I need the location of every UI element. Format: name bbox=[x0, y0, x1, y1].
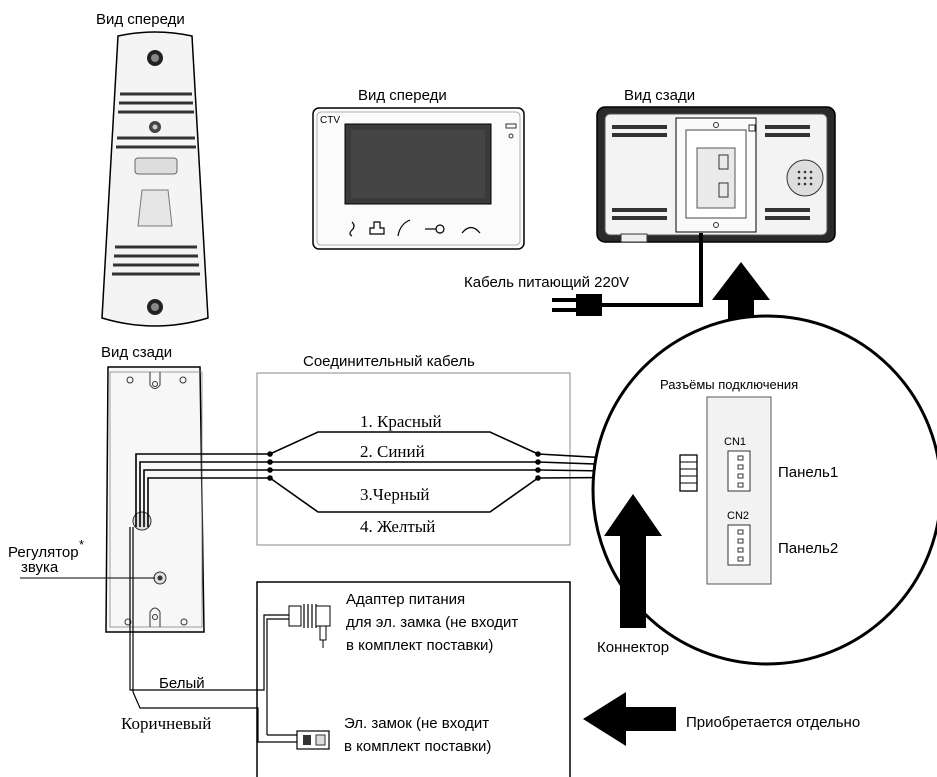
handset-answer-icon bbox=[397, 219, 411, 237]
panel1-label: Панель1 bbox=[778, 464, 838, 481]
monitor-brand: CTV bbox=[320, 115, 340, 126]
connector-label: Коннектор bbox=[597, 639, 669, 656]
handset-hangup-icon bbox=[461, 226, 481, 234]
connecting-cable-frame bbox=[256, 372, 571, 546]
cn2-socket bbox=[727, 524, 751, 566]
electric-lock bbox=[296, 730, 330, 750]
volume-regulator-mark: * bbox=[79, 537, 84, 552]
lock-key-icon bbox=[425, 224, 445, 234]
wire-3-label: 3.Черный bbox=[360, 485, 429, 504]
connecting-cable-title: Соединительный кабель bbox=[303, 353, 475, 370]
brown-wire-label: Коричневый bbox=[121, 714, 211, 733]
wire-1-label: 1. Красный bbox=[360, 412, 442, 431]
power-cable bbox=[599, 233, 703, 307]
doorbell-icon bbox=[349, 221, 355, 237]
wire-4-label: 4. Желтый bbox=[360, 517, 435, 536]
cn1-socket bbox=[727, 450, 751, 492]
connectors-title: Разъёмы подключения bbox=[660, 377, 798, 392]
separate-parts-frame bbox=[256, 581, 571, 777]
panel-back-title: Вид сзади bbox=[101, 344, 172, 361]
lock-wires bbox=[129, 527, 297, 743]
purchased-separately-label: Приобретается отдельно bbox=[686, 714, 860, 731]
adapter-label-1: Адаптер питания bbox=[346, 591, 465, 608]
panel-front-title: Вид спереди bbox=[96, 11, 185, 28]
white-wire-label: Белый bbox=[159, 675, 205, 692]
to-connector-arrow bbox=[604, 494, 662, 628]
power-cable-label: Кабель питающий 220V bbox=[464, 274, 629, 291]
adapter-label-2: для эл. замка (не входит bbox=[346, 614, 518, 631]
to-monitor-arrow bbox=[712, 262, 770, 338]
volume-regulator-label-2: звука bbox=[21, 559, 59, 576]
plug-icon bbox=[552, 294, 602, 316]
wire-2-label: 2. Синий bbox=[360, 442, 425, 461]
cn2-label: CN2 bbox=[727, 510, 749, 522]
power-adapter bbox=[288, 604, 331, 648]
intercom-icon bbox=[369, 221, 385, 235]
monitor-front: CTV bbox=[312, 107, 525, 250]
lock-label-1: Эл. замок (не входит bbox=[344, 715, 489, 732]
monitor-front-title: Вид спереди bbox=[358, 87, 447, 104]
monitor-back bbox=[596, 106, 836, 243]
volume-regulator-label-1: Регулятор bbox=[8, 544, 79, 561]
cn1-label: CN1 bbox=[724, 436, 746, 448]
panel2-label: Панель2 bbox=[778, 540, 838, 557]
call-panel-front bbox=[101, 31, 209, 327]
cable-plug-connector bbox=[679, 454, 698, 492]
adapter-label-3: в комплект поставки) bbox=[346, 637, 493, 654]
lock-label-2: в комплект поставки) bbox=[344, 738, 491, 755]
purchased-separately-arrow bbox=[583, 692, 676, 746]
monitor-back-title: Вид сзади bbox=[624, 87, 695, 104]
call-panel-back bbox=[105, 366, 205, 633]
